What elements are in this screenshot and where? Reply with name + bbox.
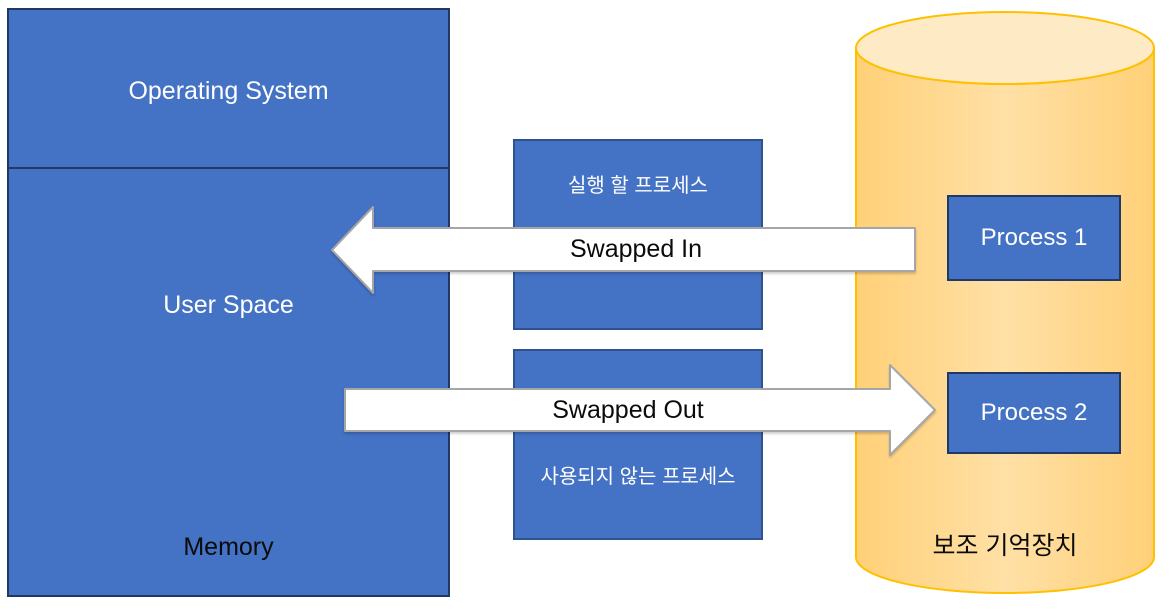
operating-system-label: Operating System [128,77,329,105]
unused-process-label: 사용되지 않는 프로세스 [540,466,736,488]
memory-block: Operating System User Space Memory [7,8,450,597]
swapped-in-label: Swapped In [569,235,703,263]
process-2-label: Process 2 [980,399,1088,426]
swapped-out-label: Swapped Out [552,396,704,424]
unused-process-box: 사용되지 않는 프로세스 [513,349,763,540]
user-space-label: User Space [163,291,294,319]
process-1-box: Process 1 [947,195,1121,281]
memory-label: Memory [183,533,274,561]
secondary-storage-label: 보조 기억장치 [932,532,1078,560]
process-1-label: Process 1 [980,224,1088,251]
os-userspace-divider [7,167,450,169]
process-2-box: Process 2 [947,372,1121,454]
run-process-label: 실행 할 프로세스 [568,175,708,197]
cylinder-body [855,47,1155,594]
cylinder-top-ellipse [855,11,1155,85]
